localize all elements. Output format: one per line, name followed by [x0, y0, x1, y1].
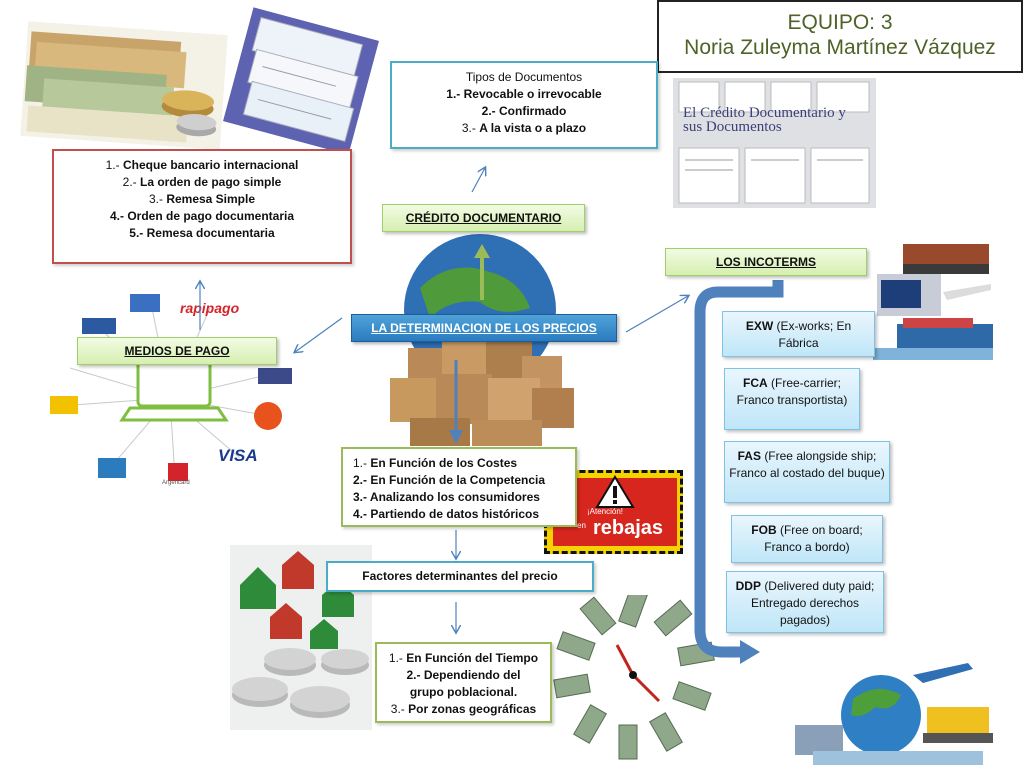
- cheques-image: [222, 7, 380, 155]
- list-item: 1.- En Función de los Costes: [353, 456, 518, 470]
- incoterm-exw: EXW (Ex-works; En Fábrica: [722, 311, 875, 357]
- list-item: 1.- Revocable o irrevocable: [446, 87, 602, 101]
- medios-pago-list: 1.- Cheque bancario internacional 2.- La…: [52, 149, 352, 264]
- metodos-precio-box: 1.- En Función de los Costes 2.- En Func…: [341, 447, 577, 527]
- sale-sign-attention: ¡Atención!: [587, 507, 624, 516]
- incoterms-flow-arrow: [694, 280, 784, 658]
- list-item: 2.- En Función de la Competencia: [353, 473, 546, 487]
- incoterms-label: LOS INCOTERMS: [665, 248, 867, 276]
- list-item: 3.- Analizando los consumidores: [353, 490, 540, 504]
- list-item: 5.- Remesa documentaria: [129, 226, 275, 240]
- list-item: 4.- Partiendo de datos históricos: [353, 507, 540, 521]
- factores-title: Factores determinantes del precio: [362, 569, 558, 583]
- team-number: EQUIPO: 3: [787, 11, 893, 34]
- money-clock-image: [551, 595, 721, 760]
- sale-sign-rebajas: rebajas: [593, 517, 664, 539]
- incoterm-ddp: DDP (Delivered duty paid; Entregado dere…: [726, 571, 884, 633]
- team-member-name: Noria Zuleyma Martínez Vázquez: [684, 36, 996, 59]
- incoterm-fob: FOB (Free on board; Franco a bordo): [731, 515, 883, 563]
- team-title-box: EQUIPO: 3 Noria Zuleyma Martínez Vázquez: [657, 0, 1023, 73]
- incoterm-fca: FCA (Free-carrier; Franco transportista): [724, 368, 860, 430]
- list-item: 1.- En Función del Tiempo: [388, 651, 539, 665]
- list-item: 4.- Orden de pago documentaria: [109, 209, 295, 223]
- brand-argencard: Argencard: [162, 480, 190, 486]
- globe-logistics-image: [793, 655, 995, 765]
- medios-pago-label: MEDIOS DE PAGO: [77, 337, 277, 365]
- list-item: 2.- Confirmado: [481, 104, 567, 118]
- credito-documentario-label: CRÉDITO DOCUMENTARIO: [382, 204, 585, 232]
- tipos-documentos-box: Tipos de Documentos 1.- Revocable o irre…: [390, 61, 658, 149]
- list-item: 1.- Cheque bancario internacional: [105, 158, 299, 172]
- list-item: 2.- Dependiendo del grupo poblacional.: [406, 668, 521, 699]
- list-item: 3.- Por zonas geográficas: [390, 702, 537, 716]
- brand-visa: VISA: [218, 446, 258, 465]
- incoterm-fas: FAS (Free alongside ship; Franco al cost…: [724, 441, 890, 503]
- factores-list: 1.- En Función del Tiempo 2.- Dependiend…: [375, 642, 552, 723]
- houses-coins-image: [230, 545, 372, 730]
- central-topic-label: LA DETERMINACION DE LOS PRECIOS: [351, 314, 617, 342]
- factores-title-box: Factores determinantes del precio: [326, 561, 594, 592]
- globe-boxes-image: [380, 228, 580, 448]
- tipos-documentos-title: Tipos de Documentos: [465, 70, 583, 84]
- money-stack-image: [20, 21, 228, 150]
- transport-image: [873, 240, 993, 360]
- book-title: El Crédito Documentario y sus Documentos: [683, 105, 846, 135]
- credito-book-image: El Crédito Documentario y sus Documentos: [673, 78, 876, 208]
- brand-rapipago: rapipago: [180, 300, 240, 316]
- list-item: 2.- La orden de pago simple: [122, 175, 282, 189]
- list-item: 3.- A la vista o a plazo: [461, 121, 587, 135]
- sale-sign-en: en: [577, 521, 586, 530]
- list-item: 3.- Remesa Simple: [148, 192, 256, 206]
